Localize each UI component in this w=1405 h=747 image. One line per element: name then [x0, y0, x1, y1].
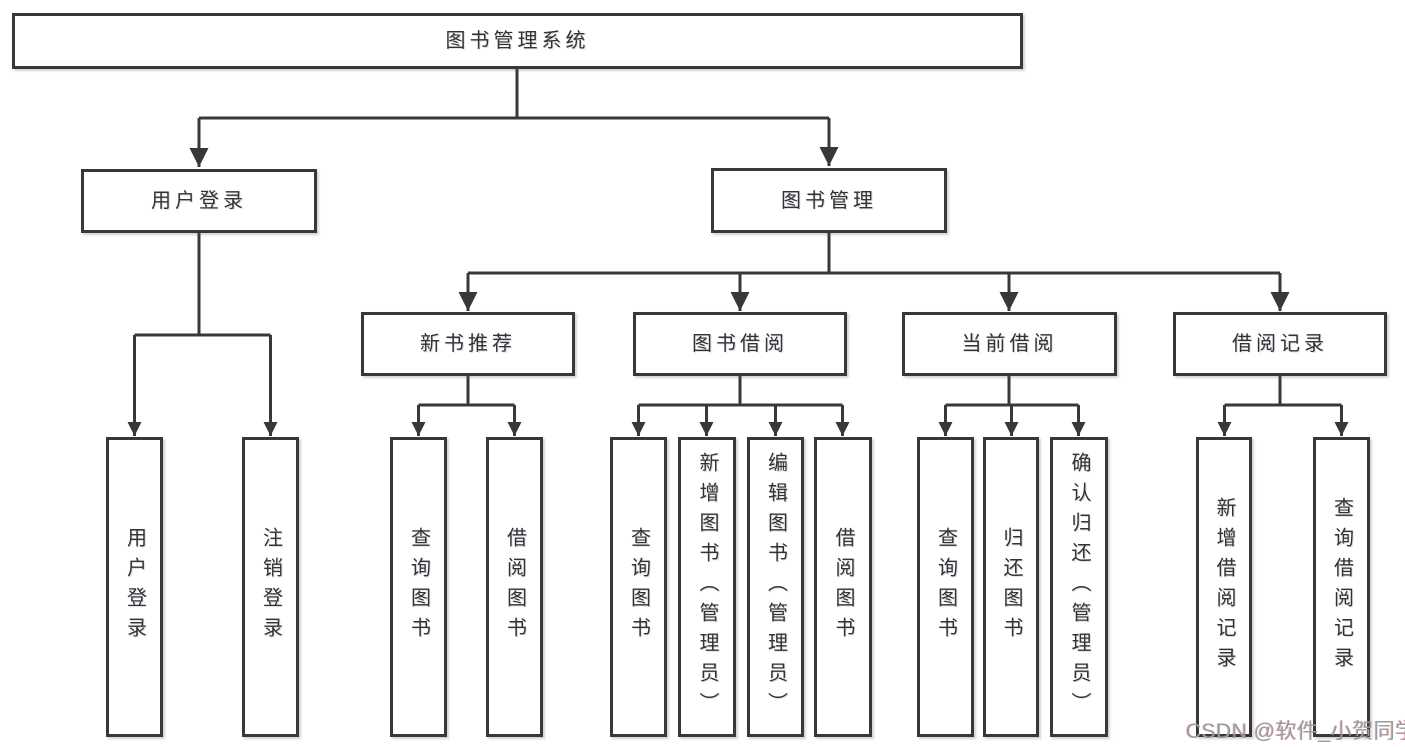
node-label: 编辑图书（管理员） [764, 452, 787, 722]
node-label: 查询借阅记录 [1330, 497, 1353, 677]
node-label: 查询图书 [934, 527, 957, 647]
node-label: 新增借阅记录 [1213, 497, 1235, 677]
node-label: 归还图书 [1000, 527, 1022, 647]
leaf-edit-book-admin: 编辑图书（管理员） [747, 437, 804, 737]
node-label: 借阅记录 [1232, 333, 1328, 355]
node-label: 图书管理系统 [445, 30, 590, 52]
node-label: 当前借阅 [961, 333, 1058, 355]
node-current-borrow: 当前借阅 [902, 312, 1117, 376]
node-label: 新增图书（管理员） [696, 452, 718, 722]
node-label: 查询图书 [627, 527, 650, 647]
connector-current-borrow [938, 376, 1086, 436]
node-label: 新书推荐 [420, 333, 516, 355]
leaf-add-borrow-record: 新增借阅记录 [1196, 437, 1252, 737]
connector-book-mgmt [458, 233, 1290, 311]
node-book-mgmt: 图书管理 [711, 168, 947, 233]
leaf-query-book-borrow: 查询图书 [610, 437, 667, 737]
node-borrow-record: 借阅记录 [1173, 312, 1387, 376]
leaf-query-borrow-record: 查询借阅记录 [1313, 437, 1370, 737]
node-book-borrow: 图书借阅 [633, 312, 847, 376]
csdn-watermark: CSDN @软件_小贺同学 [1186, 720, 1405, 743]
leaf-confirm-return-admin: 确认归还（管理员） [1050, 437, 1108, 737]
connector-borrow-record [1217, 376, 1349, 436]
leaf-return-book: 归还图书 [983, 437, 1039, 737]
leaf-user-login: 用户登录 [106, 437, 163, 737]
node-label: 用户登录 [151, 190, 247, 212]
node-label: 确认归还（管理员） [1068, 452, 1090, 722]
connector-root [189, 69, 839, 167]
node-label: 查询图书 [407, 527, 430, 647]
node-label: 注销登录 [259, 527, 282, 647]
node-label: 图书管理 [781, 189, 877, 212]
node-label: 借阅图书 [832, 527, 854, 647]
node-label: 用户登录 [123, 527, 146, 647]
connector-book-borrow [631, 376, 850, 436]
connector-user-login [127, 233, 278, 436]
node-label: 图书借阅 [692, 333, 788, 355]
node-label: 借阅图书 [503, 527, 526, 647]
node-user-login: 用户登录 [81, 169, 317, 233]
leaf-add-book-admin: 新增图书（管理员） [678, 437, 736, 737]
connector-new-book [411, 376, 522, 436]
leaf-borrow-book-newbook: 借阅图书 [486, 437, 543, 737]
node-new-book: 新书推荐 [361, 312, 575, 376]
node-system-root: 图书管理系统 [12, 13, 1023, 69]
leaf-query-book-current: 查询图书 [917, 437, 974, 737]
leaf-logout: 注销登录 [242, 437, 299, 737]
leaf-borrow-book: 借阅图书 [814, 437, 872, 737]
leaf-query-book-newbook: 查询图书 [390, 437, 447, 737]
